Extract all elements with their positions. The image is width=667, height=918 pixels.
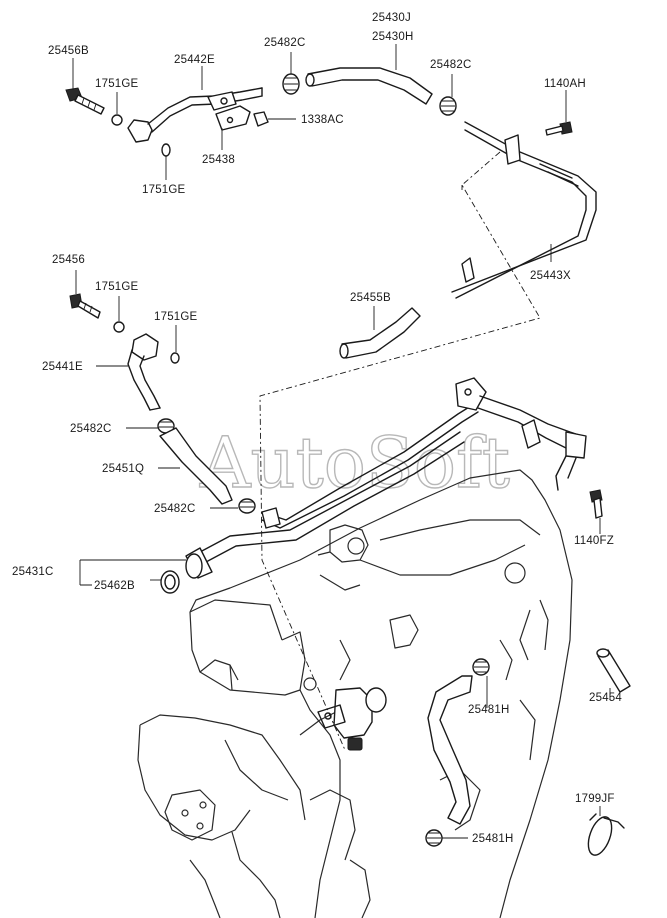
label-25454: 25454 <box>589 692 622 704</box>
pipe-25431c <box>185 377 587 579</box>
washer-1751ge-d <box>170 352 180 364</box>
label-25443x: 25443X <box>530 270 571 282</box>
label-25442e: 25442E <box>174 54 215 66</box>
thermostat-housing <box>317 687 387 751</box>
washer-1751ge-c <box>113 321 125 333</box>
label-25481h-b: 25481H <box>472 833 513 845</box>
gasket-25462b <box>160 570 180 594</box>
label-25481h-a: 25481H <box>468 704 509 716</box>
label-25431c: 25431C <box>12 566 53 578</box>
label-1140fz: 1140FZ <box>574 535 614 547</box>
watermark: AutoSoft <box>199 422 510 504</box>
label-25456: 25456 <box>52 254 85 266</box>
label-25455b: 25455B <box>350 292 391 304</box>
washer-1751ge-a <box>111 114 123 126</box>
label-1338ac: 1338AC <box>301 114 344 126</box>
bolt-1140fz <box>589 489 603 519</box>
label-1799jf: 1799JF <box>575 793 615 805</box>
clamp-25482c-d <box>238 498 256 514</box>
pipe-25442e <box>127 87 263 143</box>
label-25430h: 25430H <box>372 31 413 43</box>
pipe-25443x <box>451 121 597 299</box>
bolt-25456b <box>65 87 105 115</box>
engine-block <box>137 469 573 918</box>
label-25456b: 25456B <box>48 45 89 57</box>
label-1751ge-a: 1751GE <box>95 78 139 90</box>
part-labels: 25456B 1751GE 25442E 25482C 25430J 25430… <box>12 12 622 845</box>
clamp-25482c-a <box>282 73 300 95</box>
bolt-25456 <box>69 293 101 319</box>
washer-1751ge-b <box>161 143 171 157</box>
pipe-25441e <box>127 333 161 411</box>
clamp-25481h-b <box>425 829 443 847</box>
label-25482c-a: 25482C <box>264 37 305 49</box>
label-25482c-c: 25482C <box>70 423 111 435</box>
bracket-25438 <box>215 105 251 131</box>
label-1140ah: 1140AH <box>544 78 586 90</box>
hose-25455b <box>339 307 421 359</box>
lower-hose <box>427 675 473 825</box>
label-25482c-b: 25482C <box>430 59 471 71</box>
clip-1799jf <box>587 813 625 856</box>
label-25438: 25438 <box>202 154 235 166</box>
label-25482c-d: 25482C <box>154 503 195 515</box>
hose-25454 <box>596 648 631 693</box>
label-1751ge-d: 1751GE <box>154 311 198 323</box>
hose-25451q <box>159 427 233 505</box>
assembly-lines <box>259 151 541 751</box>
label-1751ge-b: 1751GE <box>142 184 186 196</box>
clamp-25482c-b <box>439 96 457 116</box>
hose-25430 <box>305 67 433 105</box>
label-1751ge-c: 1751GE <box>95 281 139 293</box>
clamp-25481h-a <box>472 658 490 676</box>
nut-1338ac <box>253 111 269 127</box>
label-25462b: 25462B <box>94 580 135 592</box>
label-25451q: 25451Q <box>102 463 144 475</box>
bolt-1140ah <box>545 121 573 136</box>
label-25441e: 25441E <box>42 361 83 373</box>
leader-lines <box>72 44 611 839</box>
label-25430j: 25430J <box>372 12 411 24</box>
